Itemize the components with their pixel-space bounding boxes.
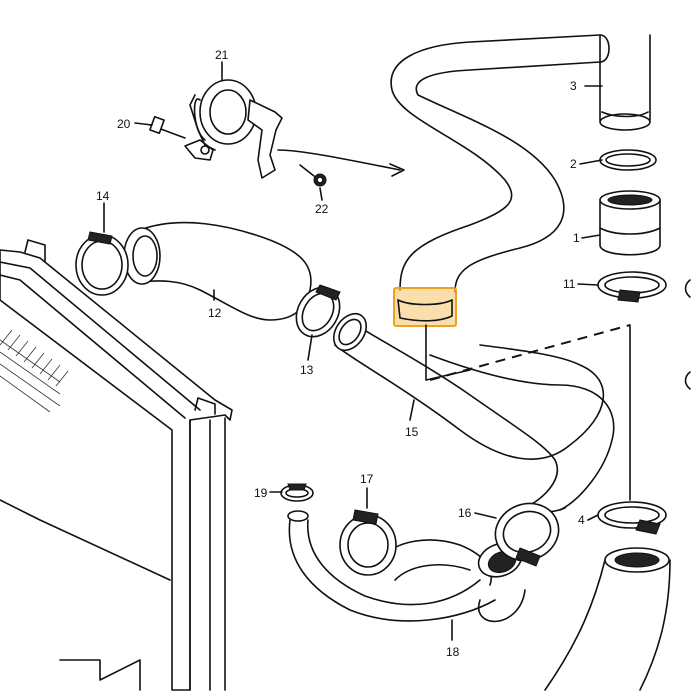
callout-13: 13 [300, 363, 314, 377]
clamp-16 [494, 502, 560, 567]
clamp-17 [339, 509, 397, 576]
callout-21: 21 [215, 48, 229, 62]
bracket-assembly [149, 79, 405, 187]
callout-16: 16 [458, 506, 472, 520]
callout-labels: 21 20 22 14 12 13 15 3 2 1 11 4 19 17 16… [96, 48, 585, 659]
callout-20: 20 [117, 117, 131, 131]
highlight-box [393, 287, 457, 327]
callout-19: 19 [254, 486, 268, 500]
callout-14: 14 [96, 189, 110, 203]
callout-2: 2 [570, 157, 577, 171]
clamp-13 [295, 284, 341, 338]
clamp-11 [597, 271, 667, 303]
coupling-1 [599, 190, 661, 256]
callout-12: 12 [208, 306, 222, 320]
callout-4: 4 [578, 513, 585, 527]
clamp-4 [597, 501, 667, 535]
dashed-routing-line [429, 324, 631, 381]
callout-15: 15 [405, 425, 419, 439]
callout-22: 22 [315, 202, 329, 216]
edge-mark-bottom [684, 371, 691, 390]
clamp-14 [75, 231, 129, 296]
radiator [0, 239, 233, 691]
edge-mark-top [684, 279, 691, 298]
hose-15 [332, 34, 615, 513]
callout-1: 1 [573, 231, 580, 245]
callout-18: 18 [446, 645, 460, 659]
hose-18 [287, 510, 526, 623]
lower-right-hose [544, 547, 671, 691]
pipe-3 [599, 34, 651, 131]
leader-lines [103, 61, 603, 641]
clamp-2 [599, 149, 657, 171]
highlighted-hose-end [393, 287, 471, 381]
callout-17: 17 [360, 472, 374, 486]
callout-11: 11 [563, 277, 576, 291]
callout-3: 3 [570, 79, 577, 93]
clamp-19 [280, 483, 314, 502]
